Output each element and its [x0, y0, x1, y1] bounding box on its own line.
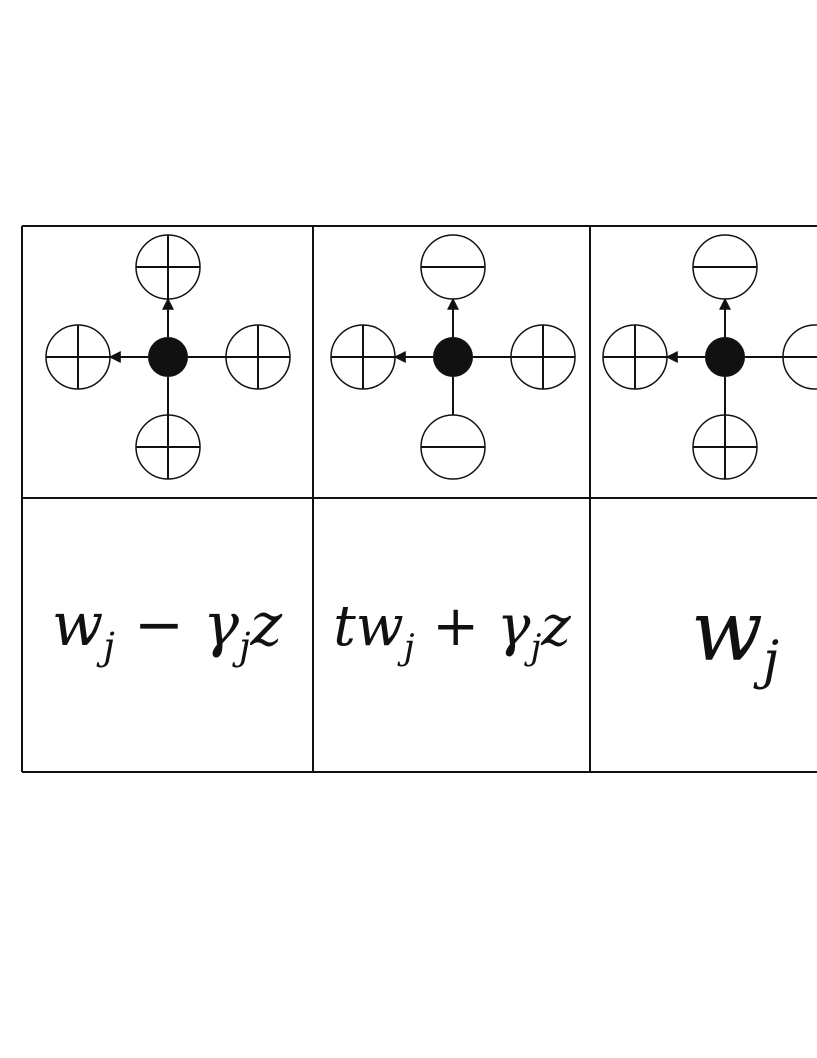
- leaf-node-3-left-plus: [602, 324, 668, 390]
- table-grid: [21, 225, 817, 773]
- leaf-node-3-up-minus: [692, 234, 758, 300]
- label-1-mid: γ: [203, 590, 239, 660]
- column-2: twj + γjz: [330, 234, 576, 668]
- label-2-left: tw: [333, 594, 403, 659]
- label-2: twj + γjz: [333, 594, 571, 668]
- column-3: wj: [602, 234, 817, 691]
- label-2-op: +: [414, 594, 497, 659]
- label-1-right: z: [250, 590, 283, 660]
- center-node-2: [433, 337, 473, 377]
- leaf-node-1-down-plus: [135, 414, 201, 480]
- label-3: wj: [691, 582, 779, 691]
- leaf-node-1-left-plus: [45, 324, 111, 390]
- label-1-left: w: [52, 590, 103, 660]
- column-1: wj − γjz: [45, 234, 291, 668]
- leaf-node-2-up-minus: [420, 234, 486, 300]
- leaf-node-2-right-plus: [510, 324, 576, 390]
- label-2-mid: γ: [497, 594, 531, 659]
- leaf-node-2-down-minus: [420, 414, 486, 480]
- leaf-node-2-left-plus: [330, 324, 396, 390]
- leaf-node-1-right-plus: [225, 324, 291, 390]
- star-graph-3: [602, 234, 817, 480]
- label-3-left: w: [691, 582, 763, 680]
- label-1-op: −: [115, 590, 203, 660]
- label-1: wj − γjz: [52, 590, 283, 668]
- star-graph-1: [45, 234, 291, 480]
- center-node-1: [148, 337, 188, 377]
- star-graph-2: [330, 234, 576, 480]
- leaf-node-3-right-minus: [782, 324, 817, 390]
- center-node-3: [705, 337, 745, 377]
- label-2-right: z: [540, 594, 571, 659]
- leaf-node-3-down-plus: [692, 414, 758, 480]
- leaf-node-1-up-plus: [135, 234, 201, 300]
